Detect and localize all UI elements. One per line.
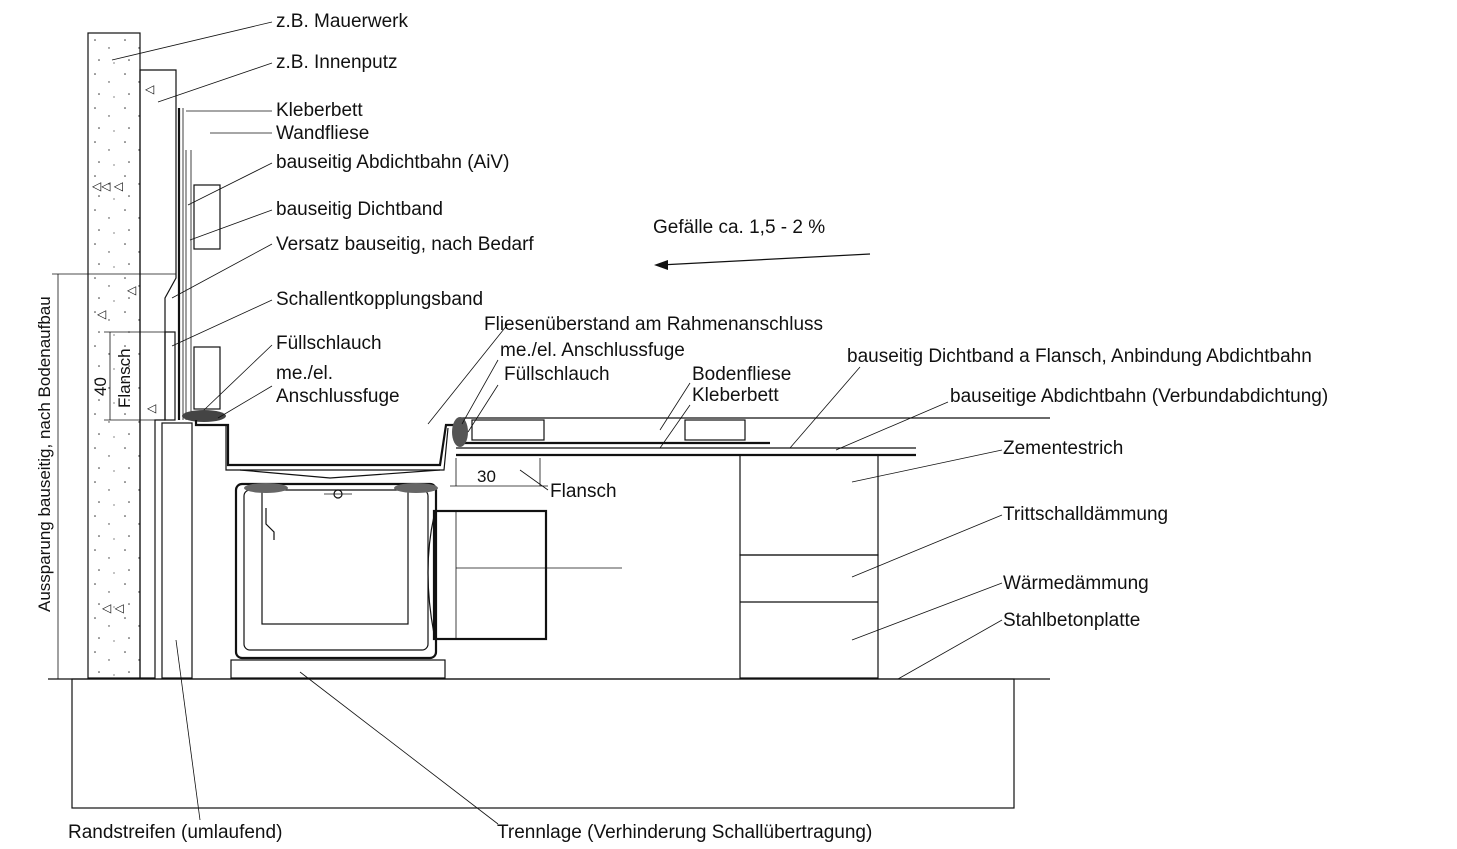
fuellschlauch-floor-label: Füllschlauch [504,364,610,385]
trennlage-label: Trennlage (Verhinderung Schallübertragun… [497,822,872,843]
dichtband-label: bauseitig Dichtband [276,199,443,220]
recess-dimension: Aussparung bauseitig, nach Bodenaufbau [35,273,176,679]
flange-dimension-vertical: 40 Flansch [91,331,168,421]
cement-screed [739,454,879,556]
randstreifen-label: Randstreifen (umlaufend) [68,822,282,843]
insulation [739,554,879,679]
zementestrich-label: Zementestrich [1003,438,1123,459]
bodenfliese-label: Bodenfliese [692,364,791,385]
svg-text:◁◁ ◁: ◁◁ ◁ [92,179,124,193]
anschlussfuge-floor-label: me./el. Anschlussfuge [500,340,685,361]
flange-dimension-horizontal: 30 [450,458,548,487]
innenputz-label: z.B. Innenputz [276,52,397,73]
filling-hose-wall [182,410,226,422]
svg-text:◁: ◁ [97,307,107,321]
svg-text:◁ ◁: ◁ ◁ [102,601,125,615]
stahlbeton-label: Stahlbetonplatte [1003,610,1140,631]
svg-text:◁: ◁ [145,82,155,96]
wandfliese-label: Wandfliese [276,123,369,144]
wall-tile [177,108,221,420]
flansch-vertical-label: Flansch [115,348,134,408]
kleberbett-wall-label: Kleberbett [276,100,363,121]
masonry-wall [87,32,141,679]
kleberbett-floor-label: Kleberbett [692,385,779,406]
anschlussfuge-wall-label-2: Anschlussfuge [276,386,400,407]
svg-text:◁: ◁ [147,401,157,415]
mauerwerk-label: z.B. Mauerwerk [276,11,408,32]
waermedaemmung-label: Wärmedämmung [1003,573,1149,594]
aussparung-label: Aussparung bauseitig, nach Bodenaufbau [35,296,54,612]
fuellschlauch-wall-label: Füllschlauch [276,333,382,354]
concrete-slab [48,678,1050,809]
schallentkopplungsband-label: Schallentkopplungsband [276,289,483,310]
verbundabdichtung-label: bauseitige Abdichtbahn (Verbundabdichtun… [950,386,1328,407]
dichtband-flansch-label: bauseitig Dichtband a Flansch, Anbindung… [847,346,1312,367]
abdichtbahn-aiv-label: bauseitig Abdichtbahn (AiV) [276,152,509,173]
separation-layer [230,659,446,679]
svg-text:◁: ◁ [127,283,137,297]
dim-30-label: 30 [477,467,496,486]
drain-body [194,420,460,660]
outlet-pipe [427,509,622,641]
floor-tile [452,417,1050,457]
slope-arrow [654,253,871,270]
sound-decoupling-band [164,331,176,421]
edge-strip [161,422,193,679]
trittschall-label: Trittschalldämmung [1003,504,1168,525]
gefaelle-label: Gefälle ca. 1,5 - 2 % [653,217,825,238]
fliesenueberstand-label: Fliesenüberstand am Rahmenanschluss [484,314,823,335]
leader-lines [111,21,1003,825]
dim-40-label: 40 [91,377,110,396]
flansch-bottom-label: Flansch [550,481,617,502]
versatz-label: Versatz bauseitig, nach Bedarf [276,234,534,255]
anschlussfuge-wall-label-1: me./el. [276,363,333,384]
